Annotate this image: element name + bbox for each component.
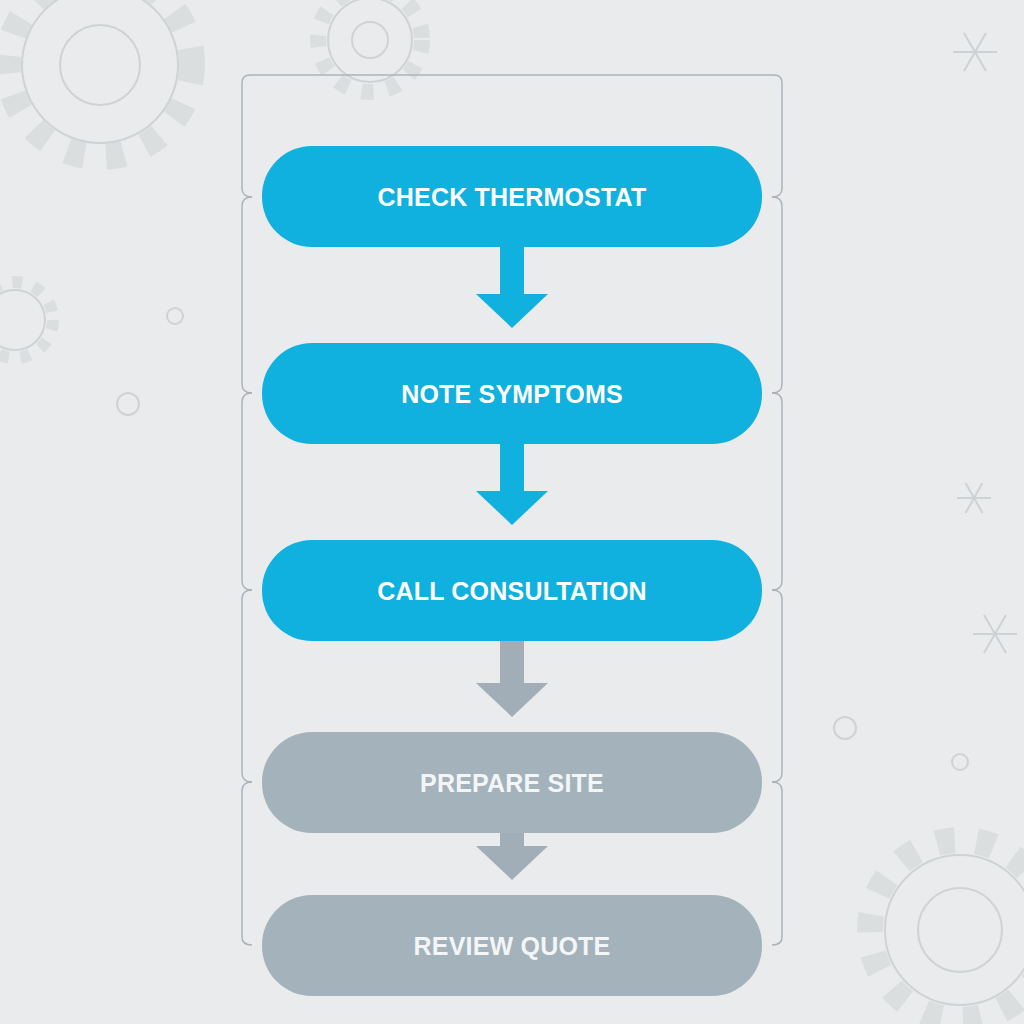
process-box: CALL CONSULTATION	[262, 540, 762, 641]
process-box: NOTE SYMPTOMS	[262, 343, 762, 444]
step-label: REVIEW QUOTE	[414, 931, 611, 961]
flow-arrow	[476, 833, 548, 880]
bracket-lines	[242, 75, 782, 945]
flow-arrow	[476, 444, 548, 525]
step-label: CHECK THERMOSTAT	[378, 182, 647, 212]
process-box: CHECK THERMOSTAT	[262, 146, 762, 247]
flow-arrow	[476, 641, 548, 717]
step-label: NOTE SYMPTOMS	[401, 379, 623, 409]
snowflake-decoration	[953, 33, 1017, 653]
flow-arrow	[476, 247, 548, 328]
step-label: PREPARE SITE	[420, 768, 604, 798]
process-box: REVIEW QUOTE	[262, 895, 762, 996]
process-box: PREPARE SITE	[262, 732, 762, 833]
step-label: CALL CONSULTATION	[377, 576, 647, 606]
